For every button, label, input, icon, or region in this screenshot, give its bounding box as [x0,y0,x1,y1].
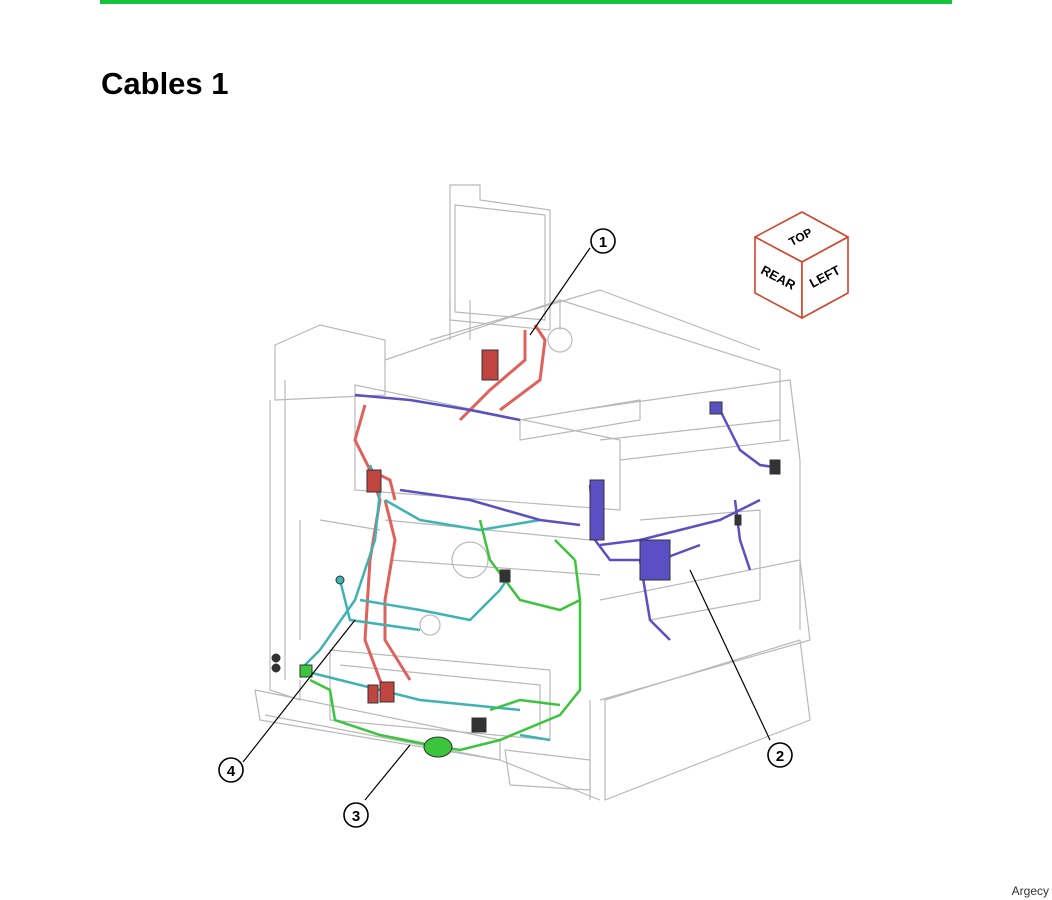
header-accent-bar [100,0,952,4]
svg-text:1: 1 [599,234,607,251]
callout-2: 2 [767,742,793,768]
cable-green [309,519,582,752]
callout-1: 1 [590,228,616,254]
printer-frame [254,184,811,801]
svg-text:4: 4 [227,763,236,780]
watermark: Argecy [1011,884,1049,898]
cable-teal [299,464,551,742]
svg-text:3: 3 [352,808,360,825]
svg-text:2: 2 [776,748,784,765]
callout-4: 4 [218,757,244,783]
page-title: Cables 1 [101,66,229,101]
connectors [271,349,781,758]
callout-leaders [242,247,771,801]
callout-3: 3 [343,802,369,828]
orientation-cube: TOP REAR LEFT [754,211,849,319]
cables-diagram: 1 2 3 4 TOP REAR LEFT [218,184,849,828]
